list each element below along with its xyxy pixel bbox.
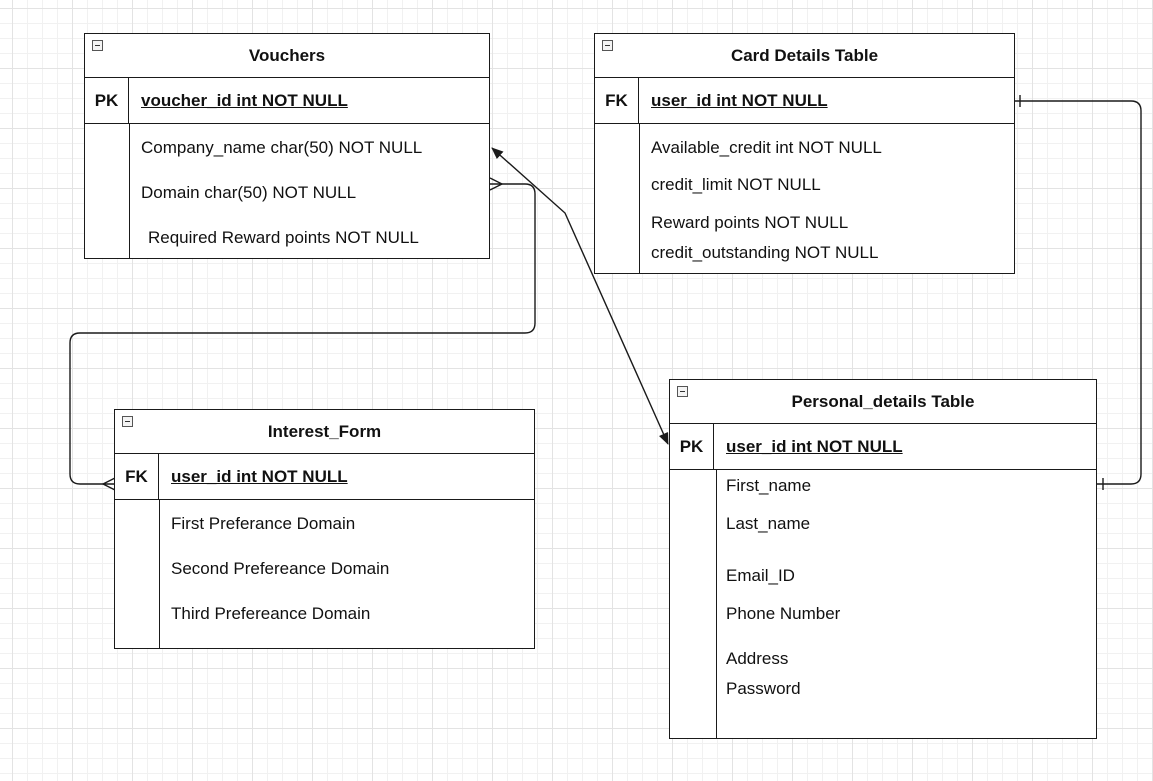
foreign-key-row[interactable]: FK user_id int NOT NULL xyxy=(115,454,534,500)
key-field: user_id int NOT NULL xyxy=(171,466,348,486)
crowfoot-interest-form-end xyxy=(101,477,116,491)
key-badge: PK xyxy=(85,78,129,123)
collapse-icon[interactable] xyxy=(92,40,103,51)
field-row[interactable]: Required Reward points NOT NULL xyxy=(148,228,419,247)
interest-form-header[interactable]: Interest_Form xyxy=(115,410,534,454)
key-badge: FK xyxy=(595,78,639,123)
field-row[interactable]: Domain char(50) NOT NULL xyxy=(141,183,357,202)
collapse-icon[interactable] xyxy=(677,386,688,397)
table-title: Card Details Table xyxy=(730,45,879,65)
column-divider xyxy=(716,470,717,738)
field-row[interactable]: credit_limit NOT NULL xyxy=(651,175,821,194)
field-row[interactable]: Last_name xyxy=(726,514,811,533)
field-row[interactable]: Third Prefereance Domain xyxy=(171,604,371,623)
column-divider xyxy=(129,124,130,258)
field-row[interactable]: Password xyxy=(726,679,801,698)
field-row[interactable]: Second Prefereance Domain xyxy=(171,559,390,578)
field-row[interactable]: Email_ID xyxy=(726,566,795,585)
personal-details-table[interactable]: Personal_details Table PK user_id int NO… xyxy=(669,379,1097,739)
column-divider xyxy=(639,124,640,273)
key-badge: FK xyxy=(115,454,159,499)
key-badge: PK xyxy=(670,424,714,469)
key-field: user_id int NOT NULL xyxy=(726,436,903,456)
table-title: Personal_details Table xyxy=(791,391,975,411)
field-row[interactable]: First Preferance Domain xyxy=(171,514,356,533)
field-row[interactable]: Phone Number xyxy=(726,604,841,623)
table-title: Vouchers xyxy=(248,45,326,65)
card-details-header[interactable]: Card Details Table xyxy=(595,34,1014,78)
collapse-icon[interactable] xyxy=(602,40,613,51)
vouchers-header[interactable]: Vouchers xyxy=(85,34,489,78)
field-row[interactable]: Reward points NOT NULL xyxy=(651,213,849,232)
table-title: Interest_Form xyxy=(267,421,382,441)
card-details-table[interactable]: Card Details Table FK user_id int NOT NU… xyxy=(594,33,1015,274)
field-row[interactable]: First_name xyxy=(726,476,812,495)
personal-details-header[interactable]: Personal_details Table xyxy=(670,380,1096,424)
foreign-key-row[interactable]: FK user_id int NOT NULL xyxy=(595,78,1014,124)
column-divider xyxy=(159,500,160,648)
field-row[interactable]: Address xyxy=(726,649,789,668)
primary-key-row[interactable]: PK voucher_id int NOT NULL xyxy=(85,78,489,124)
key-field: user_id int NOT NULL xyxy=(651,90,828,110)
interest-form-table[interactable]: Interest_Form FK user_id int NOT NULL Fi… xyxy=(114,409,535,649)
collapse-icon[interactable] xyxy=(122,416,133,427)
field-row[interactable]: Available_credit int NOT NULL xyxy=(651,138,882,157)
primary-key-row[interactable]: PK user_id int NOT NULL xyxy=(670,424,1096,470)
field-row[interactable]: credit_outstanding NOT NULL xyxy=(651,243,879,262)
field-row[interactable]: Company_name char(50) NOT NULL xyxy=(141,138,423,157)
key-field: voucher_id int NOT NULL xyxy=(141,90,348,110)
edge-vouchers-personal-details[interactable] xyxy=(491,147,669,445)
vouchers-table[interactable]: Vouchers PK voucher_id int NOT NULL Comp… xyxy=(84,33,490,259)
edge-card-details-personal-details[interactable] xyxy=(1015,100,1142,485)
